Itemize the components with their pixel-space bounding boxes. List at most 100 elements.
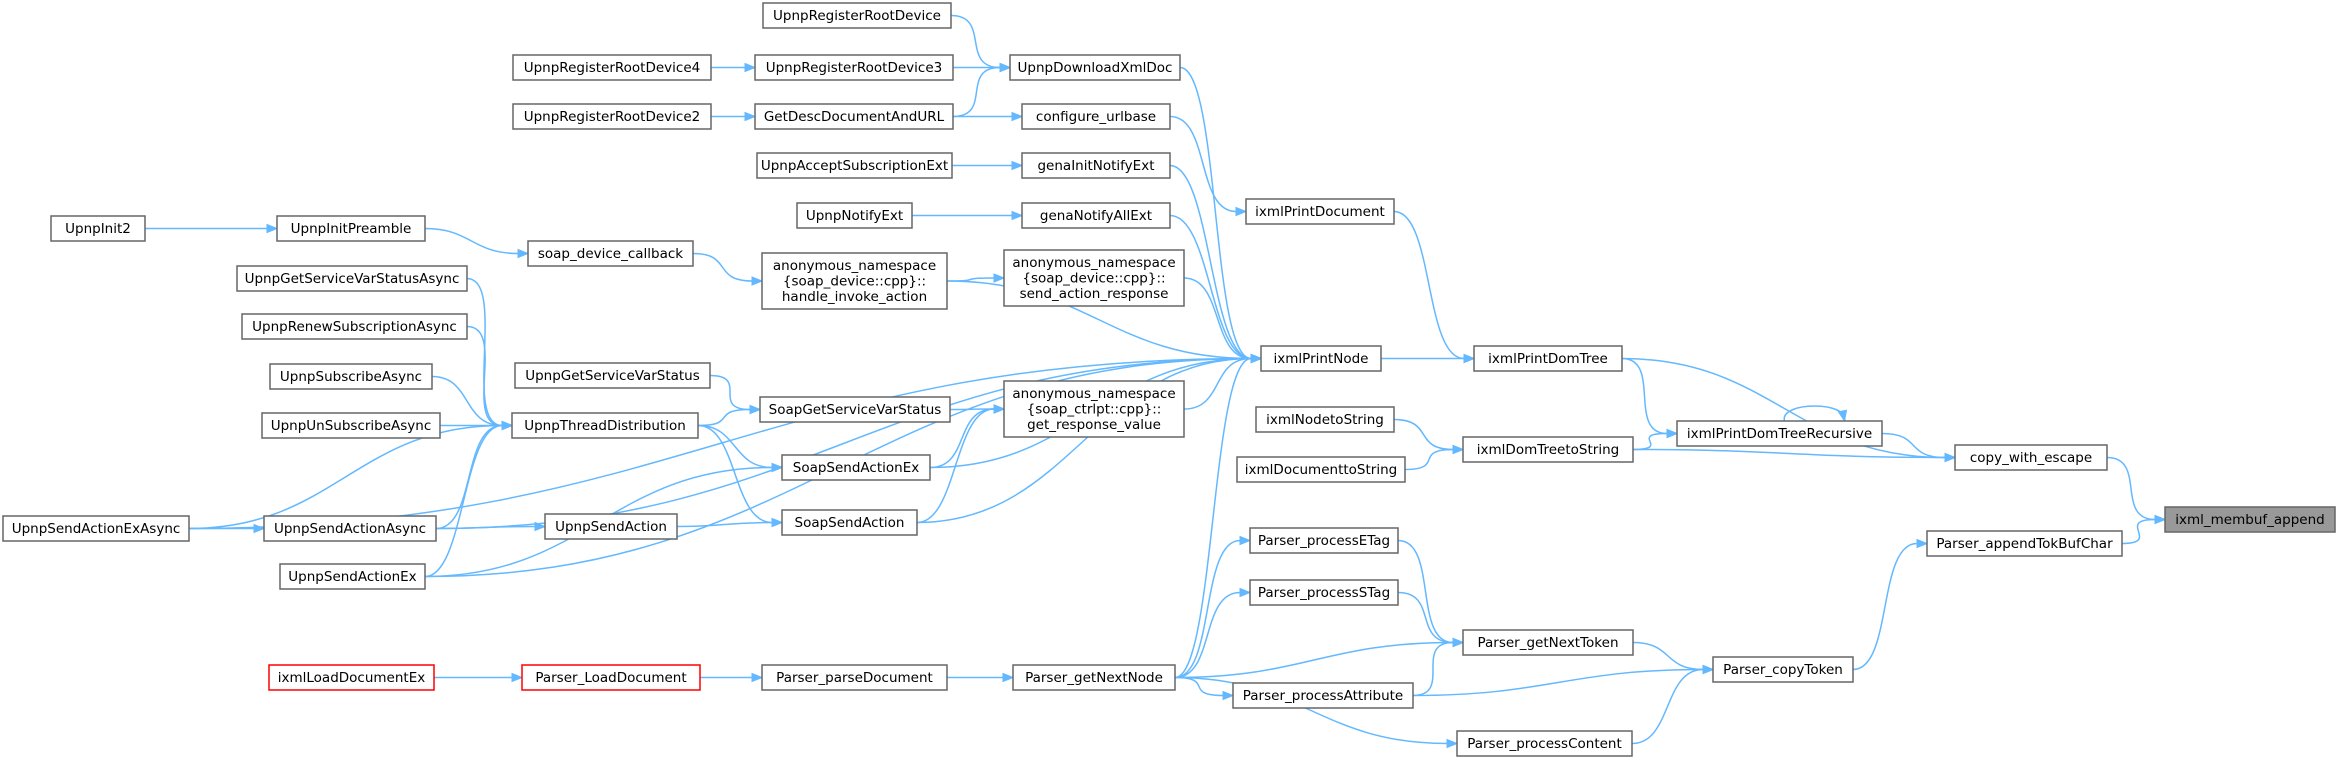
node-grv[interactable]: anonymous_namespace{soap_ctrlpt::cpp}::g… — [1003, 380, 1185, 438]
edge-usnd-to-ssa — [676, 517, 784, 528]
node-box — [796, 202, 913, 229]
node-ixdcts[interactable]: ixmlDocumenttoString — [1236, 456, 1406, 483]
node-box — [759, 396, 951, 423]
node-ixma[interactable]: ixml_membuf_append — [2164, 506, 2336, 533]
node-pct[interactable]: Parser_copyToken — [1712, 656, 1854, 683]
edge-utd-to-ssae — [697, 424, 784, 473]
node-ixpn[interactable]: ixmlPrintNode — [1260, 345, 1382, 372]
node-gnae[interactable]: genaNotifyAllExt — [1021, 202, 1171, 229]
edge-arrowhead — [1446, 738, 1459, 749]
node-udxd[interactable]: UpnpDownloadXmlDoc — [1009, 54, 1181, 81]
node-label: copy_with_escape — [1970, 450, 2092, 466]
edge-pct-to-pate — [1852, 538, 1929, 671]
node-box — [1255, 406, 1395, 433]
node-sar[interactable]: anonymous_namespace{soap_device::cpp}::s… — [1003, 249, 1185, 307]
node-label: UpnpInitPreamble — [291, 221, 412, 237]
edge-urd2-to-gdda — [711, 111, 757, 122]
edge-ugsvsa-to-utd — [466, 277, 514, 431]
node-ixnts[interactable]: ixmlNodetoString — [1255, 406, 1395, 433]
edge-arrowhead — [266, 223, 279, 234]
edge-cwe-to-ixma — [2106, 456, 2167, 525]
node-usa[interactable]: UpnpSubscribeAsync — [269, 363, 433, 390]
node-label: UpnpRenewSubscriptionAsync — [252, 319, 457, 335]
node-sgsvs[interactable]: SoapGetServiceVarStatus — [759, 396, 951, 423]
edge-line — [1174, 591, 1241, 679]
node-label: ixmlDomTreetoString — [1477, 442, 1619, 458]
edge-arrowhead — [517, 248, 530, 259]
edge-line — [1632, 448, 1946, 459]
node-ppd[interactable]: Parser_parseDocument — [761, 664, 948, 691]
node-box — [1473, 345, 1623, 372]
node-uusa[interactable]: UpnpUnSubscribeAsync — [261, 412, 441, 439]
node-ui2[interactable]: UpnpInit2 — [50, 215, 146, 242]
edge-line — [1393, 210, 1465, 360]
node-usaa[interactable]: UpnpSendActionAsync — [263, 515, 437, 542]
edge-pgnn-to-ixpn — [1174, 353, 1263, 679]
edge-ixpn-to-ixpdt — [1380, 353, 1476, 364]
edge-line — [1393, 418, 1454, 451]
node-label: ixmlLoadDocumentEx — [278, 670, 426, 686]
node-pld[interactable]: Parser_LoadDocument — [521, 664, 701, 691]
edge-line — [1397, 539, 1454, 644]
node-une[interactable]: UpnpNotifyExt — [796, 202, 913, 229]
node-usnd[interactable]: UpnpSendAction — [544, 513, 678, 540]
node-pgnn[interactable]: Parser_getNextNode — [1012, 664, 1176, 691]
node-label: UpnpSendAction — [555, 519, 667, 535]
node-gine[interactable]: genaInitNotifyExt — [1021, 152, 1171, 179]
edge-line — [916, 357, 1252, 524]
edge-arrowhead — [253, 523, 266, 534]
node-pgnt[interactable]: Parser_getNextToken — [1462, 629, 1634, 656]
edge-sar-to-ixpn — [1183, 277, 1263, 364]
node-box — [236, 265, 468, 292]
edge-arrowhead — [1452, 444, 1465, 455]
node-label: soap_device_callback — [538, 246, 683, 262]
node-urd3[interactable]: UpnpRegisterRootDevice3 — [754, 54, 954, 81]
node-usae[interactable]: UpnpSendActionEx — [279, 563, 426, 590]
edge-line — [1412, 641, 1454, 697]
node-ppa[interactable]: Parser_processAttribute — [1232, 682, 1414, 709]
node-box — [1021, 152, 1171, 179]
node-urd2[interactable]: UpnpRegisterRootDevice2 — [512, 103, 712, 130]
edge-pld-to-ppd — [699, 672, 764, 683]
node-ssa[interactable]: SoapSendAction — [781, 509, 918, 536]
node-ppst[interactable]: Parser_processSTag — [1249, 579, 1399, 606]
node-box — [1954, 444, 2108, 471]
node-urd4[interactable]: UpnpRegisterRootDevice4 — [512, 54, 712, 81]
edge-line — [1174, 539, 1241, 679]
node-label: anonymous_namespace — [773, 258, 936, 274]
node-uase[interactable]: UpnpAcceptSubscriptionExt — [756, 152, 953, 179]
node-ugsvs[interactable]: UpnpGetServiceVarStatus — [514, 362, 711, 389]
node-label: UpnpRegisterRootDevice4 — [524, 60, 701, 76]
node-gdda[interactable]: GetDescDocumentAndURL — [754, 103, 954, 130]
edge-arrowhead — [1916, 538, 1929, 549]
node-pate[interactable]: Parser_appendTokBufChar — [1926, 530, 2123, 557]
node-ppet[interactable]: Parser_processETag — [1249, 527, 1399, 554]
edge-usa-to-utd — [431, 375, 514, 431]
edge-line — [697, 408, 751, 427]
node-cwe[interactable]: copy_with_escape — [1954, 444, 2108, 471]
node-ppc[interactable]: Parser_processContent — [1456, 730, 1633, 757]
node-ixpdtr[interactable]: ixmlPrintDomTreeRecursive — [1676, 420, 1883, 447]
edge-curl-to-ixpd — [1169, 115, 1248, 217]
node-urd[interactable]: UpnpRegisterRootDevice — [762, 2, 952, 29]
node-hia[interactable]: anonymous_namespace{soap_device::cpp}::h… — [761, 252, 948, 310]
node-ursa[interactable]: UpnpRenewSubscriptionAsync — [241, 313, 468, 340]
node-curl[interactable]: configure_urlbase — [1021, 103, 1171, 130]
edge-line — [1183, 357, 1252, 410]
node-ixdts[interactable]: ixmlDomTreetoString — [1462, 436, 1634, 463]
node-sdc[interactable]: soap_device_callback — [527, 240, 694, 267]
edge-line — [949, 408, 995, 411]
node-usaea[interactable]: UpnpSendActionExAsync — [2, 515, 190, 542]
node-ixlde[interactable]: ixmlLoadDocumentEx — [268, 664, 435, 691]
node-box — [521, 664, 701, 691]
node-ixpd[interactable]: ixmlPrintDocument — [1245, 198, 1395, 225]
edge-grv-to-ixpn — [1183, 353, 1263, 410]
node-ugsvsa[interactable]: UpnpGetServiceVarStatusAsync — [236, 265, 468, 292]
node-ssae[interactable]: SoapSendActionEx — [781, 454, 931, 481]
node-label: handle_invoke_action — [782, 289, 927, 305]
node-uip[interactable]: UpnpInitPreamble — [276, 215, 426, 242]
node-ixpdt[interactable]: ixmlPrintDomTree — [1473, 345, 1623, 372]
node-utd[interactable]: UpnpThreadDistribution — [511, 412, 699, 439]
edge-line — [431, 375, 503, 427]
node-label: SoapSendAction — [795, 515, 905, 531]
